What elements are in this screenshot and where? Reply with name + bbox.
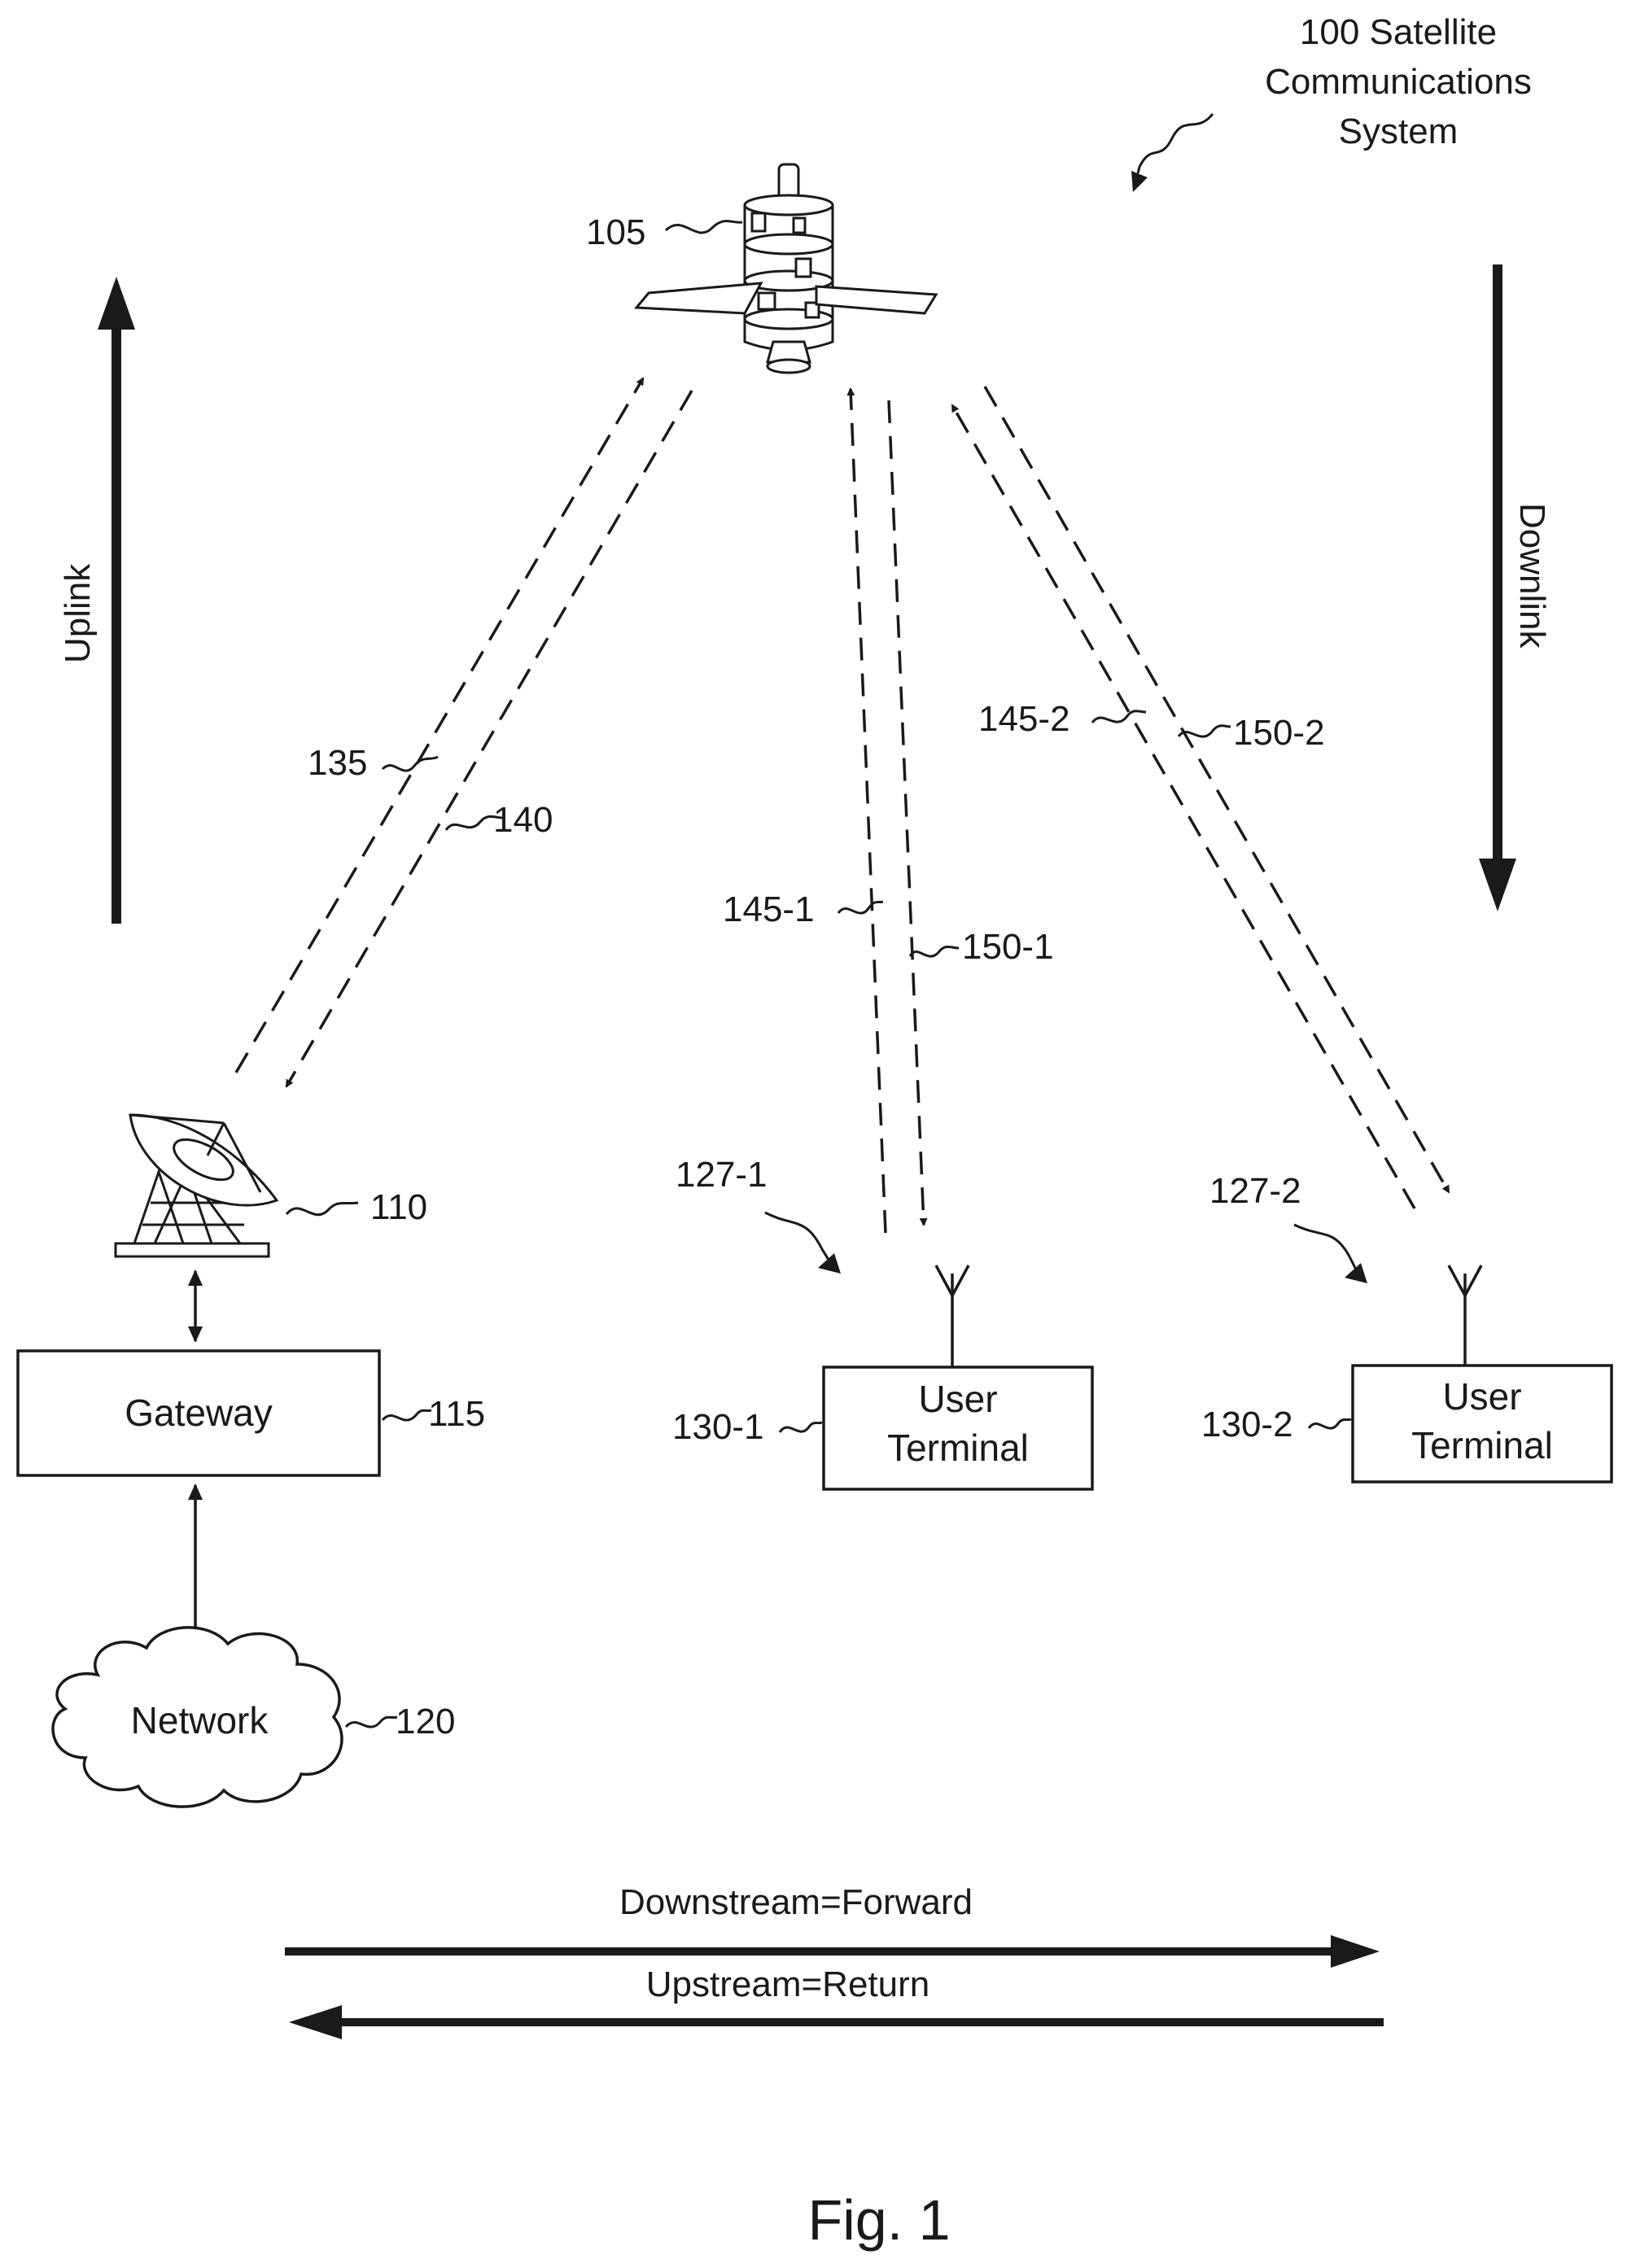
uplink-arrow bbox=[98, 277, 135, 924]
link-135-squiggle bbox=[383, 757, 438, 771]
user-terminal-1-line-1: User bbox=[918, 1378, 997, 1420]
link-150-1-squiggle bbox=[910, 946, 959, 956]
gateway-ref-label: 115 bbox=[428, 1394, 485, 1434]
link-150-2-label: 150-2 bbox=[1233, 713, 1325, 753]
ut2-antenna-pointer-head bbox=[1345, 1263, 1367, 1283]
user-terminal-2-box: User Terminal bbox=[1353, 1366, 1612, 1482]
gateway-dish-icon bbox=[116, 1115, 277, 1256]
link-145-1 bbox=[851, 389, 886, 1233]
network-ref-label: 120 bbox=[396, 1702, 455, 1741]
system-title-line-3: System bbox=[1339, 111, 1459, 151]
link-140 bbox=[286, 391, 692, 1086]
gateway-dish-squiggle bbox=[286, 1203, 358, 1215]
system-title-line-2: Communications bbox=[1265, 62, 1532, 102]
downlink-arrow bbox=[1479, 264, 1516, 911]
link-150-1 bbox=[889, 400, 924, 1225]
link-135 bbox=[236, 378, 643, 1073]
system-title-line-1: 100 Satellite bbox=[1300, 12, 1497, 52]
ut1-ref-label: 130-1 bbox=[672, 1407, 764, 1447]
link-145-1-label: 145-1 bbox=[723, 889, 815, 929]
link-145-2 bbox=[952, 405, 1415, 1208]
user-terminal-2-line-2: Terminal bbox=[1411, 1424, 1553, 1466]
upstream-label: Upstream=Return bbox=[646, 1964, 929, 2004]
user-terminal-2-line-1: User bbox=[1442, 1375, 1521, 1418]
ut2-ref-label: 130-2 bbox=[1201, 1405, 1293, 1444]
network-ref-squiggle bbox=[346, 1717, 397, 1727]
link-145-2-squiggle bbox=[1092, 711, 1146, 723]
downstream-label: Downstream=Forward bbox=[619, 1882, 973, 1922]
gateway-label: Gateway bbox=[125, 1392, 273, 1434]
downstream-arrow bbox=[285, 1935, 1380, 1968]
ut2-ref-squiggle bbox=[1309, 1419, 1351, 1428]
link-145-1-squiggle bbox=[838, 902, 883, 913]
ut1-antenna-pointer-head bbox=[818, 1253, 841, 1274]
downlink-label: Downlink bbox=[1512, 503, 1552, 649]
link-145-2-label: 145-2 bbox=[978, 699, 1070, 739]
gateway-dish-ref-label: 110 bbox=[370, 1187, 427, 1227]
ut1-antenna-ref-label: 127-1 bbox=[676, 1155, 768, 1195]
ut2-antenna-pointer bbox=[1294, 1225, 1356, 1269]
system-title-squiggle-arrow bbox=[1138, 114, 1213, 173]
ut2-antenna-icon bbox=[1449, 1265, 1481, 1366]
uplink-label: Uplink bbox=[58, 563, 98, 663]
ut1-antenna-pointer bbox=[765, 1213, 829, 1260]
link-135-label: 135 bbox=[308, 743, 367, 783]
system-title-arrowhead bbox=[1131, 171, 1148, 192]
ut2-antenna-ref-label: 127-2 bbox=[1209, 1171, 1301, 1211]
satellite-ref-squiggle bbox=[666, 221, 742, 233]
upstream-arrow bbox=[289, 2005, 1384, 2039]
system-title: 100 Satellite Communications System bbox=[1131, 12, 1532, 192]
satellite-ref-label: 105 bbox=[586, 212, 645, 252]
figure-label: Fig. 1 bbox=[807, 2188, 950, 2252]
ut1-antenna-icon bbox=[936, 1265, 969, 1367]
ut1-ref-squiggle bbox=[780, 1422, 822, 1432]
link-140-label: 140 bbox=[493, 800, 553, 840]
link-150-1-label: 150-1 bbox=[962, 927, 1054, 967]
satellite-icon bbox=[636, 164, 936, 373]
user-terminal-1-box: User Terminal bbox=[824, 1367, 1092, 1489]
user-terminal-1-line-2: Terminal bbox=[887, 1427, 1029, 1469]
network-label: Network bbox=[131, 1699, 269, 1741]
gateway-ref-squiggle bbox=[383, 1410, 431, 1420]
link-150-2 bbox=[985, 387, 1449, 1192]
network-cloud: Network bbox=[53, 1628, 342, 1807]
gateway-box: Gateway bbox=[18, 1351, 379, 1475]
